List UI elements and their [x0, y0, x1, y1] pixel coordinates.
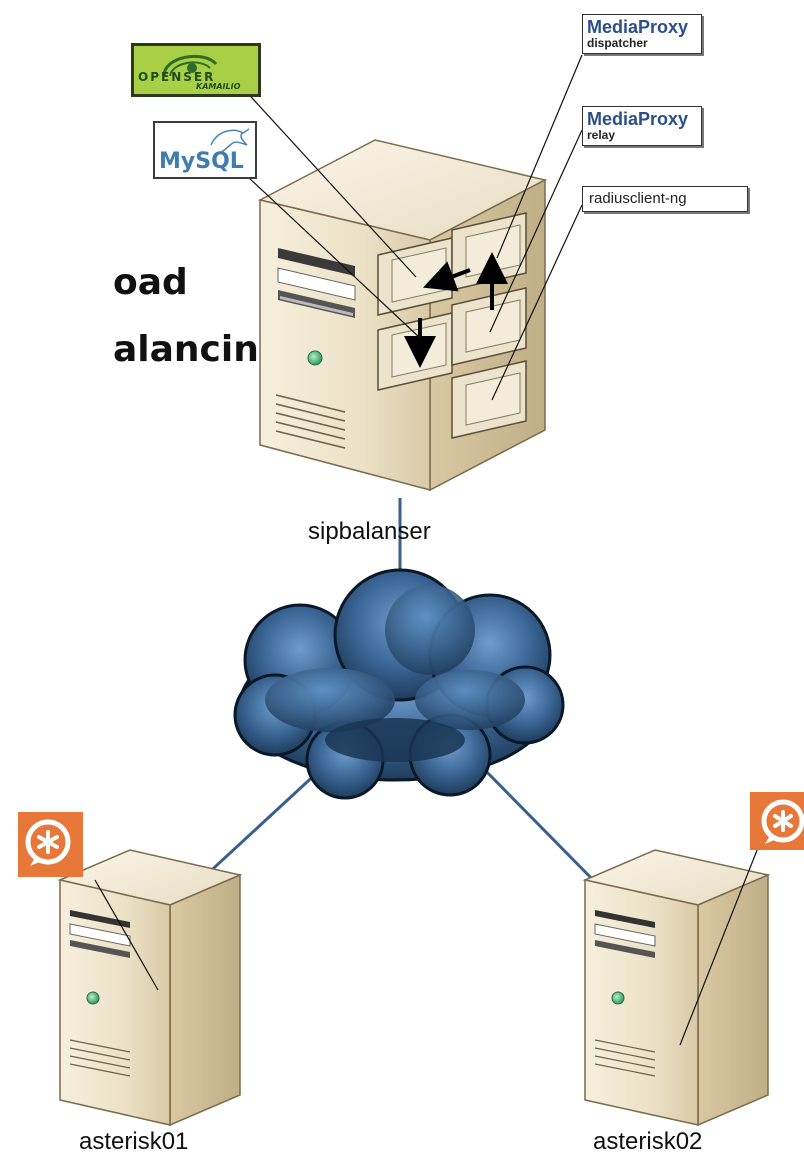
power-led: [86, 991, 100, 1005]
mediaproxy-dispatcher-sub: dispatcher: [587, 36, 648, 50]
power-led: [611, 991, 625, 1005]
heading-line-1: oad: [113, 262, 188, 303]
openser-wordmark: OPENSER: [138, 70, 216, 84]
asterisk-icon: [750, 792, 804, 850]
asterisk-icon: [18, 812, 83, 877]
mediaproxy-dispatcher-title: MediaProxy: [587, 17, 689, 37]
radiusclient-label: radiusclient-ng: [582, 186, 748, 212]
power-led: [307, 350, 323, 366]
server-sipbalanser: [231, 54, 583, 492]
mysql-logo: MySQL: [153, 121, 257, 179]
radiusclient-text: radiusclient-ng: [589, 190, 687, 207]
arrow-dispatcher-to-openser: [423, 261, 471, 292]
mediaproxy-dispatcher-label: MediaProxy dispatcher: [582, 14, 702, 54]
server-asterisk01: [57, 849, 243, 1127]
server-asterisk02: [582, 829, 771, 1127]
server-label-asterisk01: asterisk01: [79, 1128, 189, 1155]
mediaproxy-relay-sub: relay: [587, 128, 616, 142]
openser-kamailio-logo: OPENSER KAMAILIO: [131, 43, 261, 97]
heading-line-2: alancing: [113, 329, 285, 370]
openser-swirl-icon: [162, 54, 218, 77]
mediaproxy-relay-label: MediaProxy relay: [582, 106, 702, 146]
link-cloud-asterisk02: [478, 763, 605, 892]
server-label-asterisk02: asterisk02: [593, 1128, 703, 1155]
mediaproxy-relay-title: MediaProxy: [587, 109, 689, 129]
kamailio-wordmark: KAMAILIO: [196, 82, 241, 91]
mysql-wordmark: MySQL: [159, 149, 244, 174]
dolphin-icon: [210, 128, 250, 154]
server-label-sipbalanser: sipbalanser: [308, 518, 431, 545]
cloud-highlights: [265, 585, 525, 762]
